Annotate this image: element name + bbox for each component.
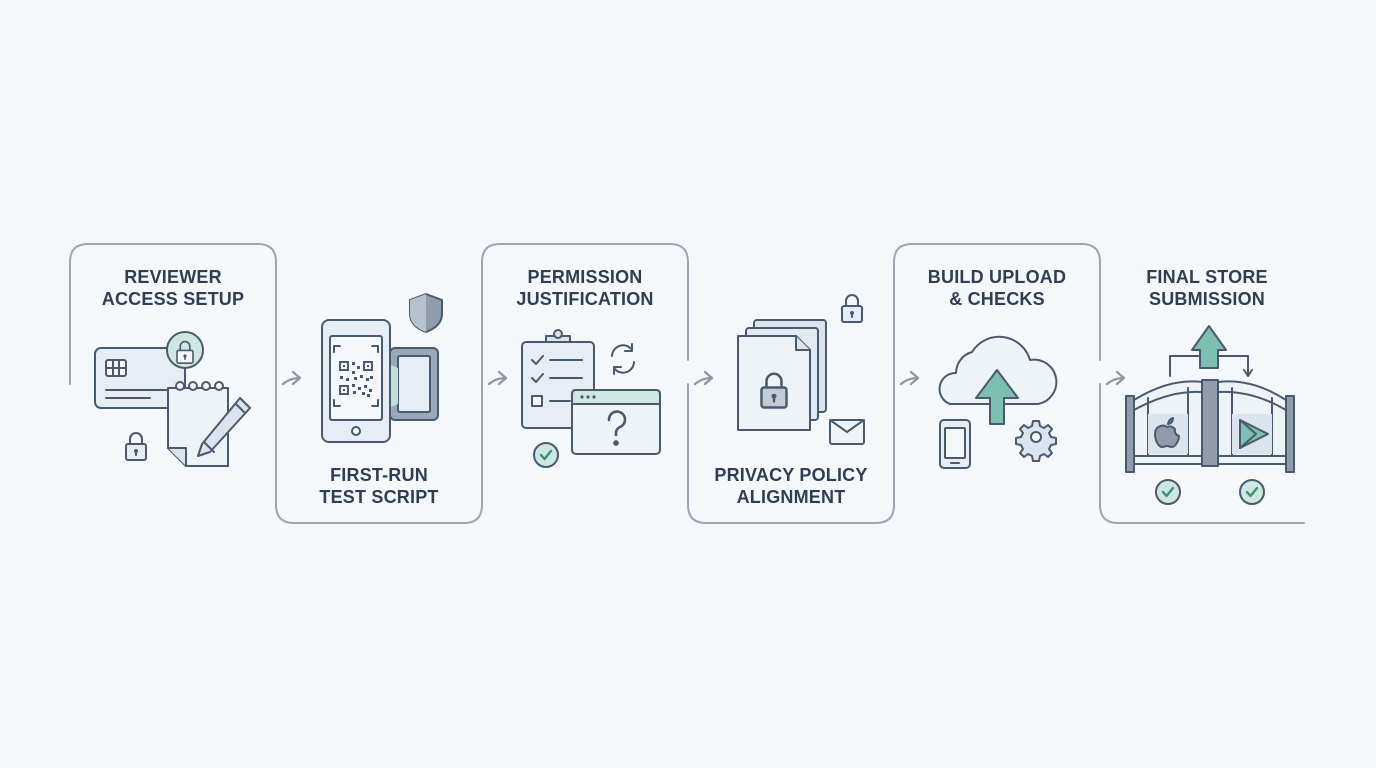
envelope-icon xyxy=(829,419,865,445)
play-store-icon xyxy=(1232,414,1272,454)
step-2-title-line-1: FIRST-RUN xyxy=(330,465,428,485)
connector-lines xyxy=(69,243,1305,524)
apple-logo-icon xyxy=(1148,414,1188,454)
chevron-arrow-icon xyxy=(899,370,920,386)
padlock-icon xyxy=(166,331,204,381)
step-5-title-line-1: BUILD UPLOAD xyxy=(927,267,1067,287)
step-1-title: REVIEWER ACCESS SETUP xyxy=(68,266,278,310)
smartphone-icon xyxy=(321,319,439,443)
step-3-title-line-1: PERMISSION xyxy=(527,267,643,287)
connector-1-2 xyxy=(275,383,483,524)
connector-3-4 xyxy=(687,383,895,524)
step-4-title: PRIVACY POLICY ALIGNMENT xyxy=(686,464,896,508)
step-6-title: FINAL STORE SUBMISSION xyxy=(1102,266,1312,310)
cloud-upload-icon xyxy=(938,335,1058,425)
step-3-illustration xyxy=(521,329,661,469)
step-1-illustration xyxy=(94,331,251,467)
shield-icon xyxy=(409,293,443,333)
check-circle-icon xyxy=(1154,478,1182,506)
padlock-icon xyxy=(841,294,863,323)
step-4-illustration xyxy=(737,294,865,445)
connector-4-5 xyxy=(893,243,1101,385)
connector-5-6 xyxy=(1099,383,1305,524)
qr-code-icon xyxy=(333,345,379,407)
question-mark-icon xyxy=(607,410,627,446)
step-3-title: PERMISSION JUSTIFICATION xyxy=(480,266,690,310)
step-5-title: BUILD UPLOAD & CHECKS xyxy=(892,266,1102,310)
document-stack-icon xyxy=(737,319,827,431)
gear-icon xyxy=(1015,420,1057,462)
browser-window-icon xyxy=(571,389,661,455)
step-2-title: FIRST-RUN TEST SCRIPT xyxy=(274,464,484,508)
chevron-arrow-icon xyxy=(693,370,714,386)
step-4-title-line-2: ALIGNMENT xyxy=(736,487,846,507)
smartphone-icon xyxy=(939,419,971,469)
chevron-arrow-icon xyxy=(281,370,302,386)
step-6-illustration xyxy=(1125,325,1295,506)
step-1-title-line-1: REVIEWER xyxy=(124,267,222,287)
check-circle-icon xyxy=(532,441,560,469)
pen-icon xyxy=(197,397,251,457)
step-3-title-line-2: JUSTIFICATION xyxy=(516,289,654,309)
step-1-title-line-2: ACCESS SETUP xyxy=(101,289,245,309)
step-5-title-line-2: & CHECKS xyxy=(949,289,1045,309)
connector-2-3 xyxy=(481,243,689,385)
step-4-title-line-1: PRIVACY POLICY xyxy=(714,465,868,485)
step-6-title-line-2: SUBMISSION xyxy=(1148,289,1265,309)
step-6-title-line-1: FINAL STORE xyxy=(1146,267,1268,287)
frame-step-1 xyxy=(69,243,277,385)
chevron-arrow-icon xyxy=(1105,370,1126,386)
check-circle-icon xyxy=(1238,478,1266,506)
step-2-title-line-2: TEST SCRIPT xyxy=(319,487,439,507)
chevrons xyxy=(281,370,1126,386)
chevron-arrow-icon xyxy=(487,370,508,386)
step-2-illustration xyxy=(321,293,443,443)
padlock-icon xyxy=(125,432,147,461)
refresh-icon xyxy=(611,343,635,375)
step-5-illustration xyxy=(938,335,1058,469)
